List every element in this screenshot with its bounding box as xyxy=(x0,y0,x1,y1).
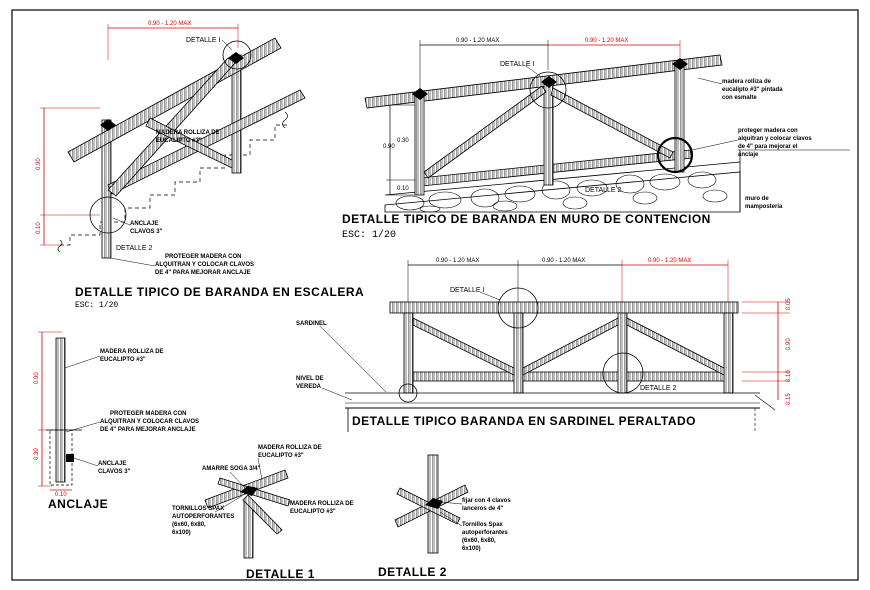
detalle1-note-tornillos-1: TORNILLOS SPAX xyxy=(172,506,224,512)
anclaje-dim-v2: 0.30 xyxy=(34,448,40,460)
detail-escalera: 0.90 - 1.20 MAX 0.90 0.10 DETALLE I MAD xyxy=(36,21,364,310)
sardinel-dim-top-3: 0.90 - 1.20 MAX xyxy=(648,258,691,264)
muro-detalle2: DETALLE 2 xyxy=(585,187,622,194)
escalera-detalle1: DETALLE I xyxy=(186,37,221,44)
detail-2: fijar con 4 clavos lanceros de 4" Tornil… xyxy=(378,454,511,579)
detalle2-note-tornillos-3: (6x60, 6x80, xyxy=(462,538,496,544)
muro-note-proteger-2: alquitran y colocar clavos xyxy=(738,136,812,142)
muro-note-proteger-1: proteger madera con xyxy=(738,128,798,134)
muro-note-madera-1: madera rolliza de xyxy=(722,79,772,85)
detail-muro: 0.90 - 1.20 MAX 0.90 - 1.20 MAX 0.30 0.9… xyxy=(342,38,850,241)
muro-note-madera-2: eucalipto #3" pintada xyxy=(722,87,783,93)
escalera-scale: ESC: 1/20 xyxy=(75,301,118,310)
detail-1: AMARRE SOGA 3/4" MADERA ROLLIZA DE EUCAL… xyxy=(172,445,354,581)
muro-note-proteger-3: de 4" para mejorar el xyxy=(738,144,798,150)
escalera-note-madera-2: EUCALIPTO #3" xyxy=(156,138,202,144)
sardinel-dim-r2: 0.90 xyxy=(786,338,792,350)
muro-note-muro-2: mamposteria xyxy=(745,204,783,210)
sardinel-title: DETALLE TIPICO BARANDA EN SARDINEL PERAL… xyxy=(352,414,696,428)
sardinel-label-nivel-2: VEREDA xyxy=(296,384,322,390)
detalle2-title: DETALLE 2 xyxy=(378,565,447,579)
sardinel-dim-r3: 0.10 xyxy=(786,370,792,382)
muro-dim-top-1: 0.90 - 1.20 MAX xyxy=(456,38,499,44)
anclaje-title: ANCLAJE xyxy=(48,497,108,511)
sheet-border xyxy=(11,9,859,581)
anclaje-dim-b: 0.10 xyxy=(55,492,67,498)
detalle1-note-amarre: AMARRE SOGA 3/4" xyxy=(202,466,260,472)
sardinel-dim-top-2: 0.90 - 1.20 MAX xyxy=(542,258,585,264)
anclaje-note-proteger-1: PROTEGER MADERA CON xyxy=(110,411,186,417)
muro-note-proteger-4: anclaje xyxy=(738,152,759,158)
detail-sardinel: 0.90 - 1.20 MAX 0.90 - 1.20 MAX 0.90 - 1… xyxy=(296,258,792,432)
detalle1-note-tornillos-3: (6x60, 6x80, xyxy=(172,522,206,528)
muro-note-muro-1: muro de xyxy=(745,196,769,202)
detalle2-note-tornillos-1: Tornillos Spax xyxy=(462,522,504,528)
sardinel-dim-r4: 0.15 xyxy=(786,393,792,405)
sardinel-label-nivel-1: NIVEL DE xyxy=(296,376,324,382)
anclaje-note-madera-2: EUCALIPTO #3" xyxy=(100,357,146,363)
muro-scale: ESC: 1/20 xyxy=(342,229,396,241)
anclaje-note-madera-1: MADERA ROLLIZA DE xyxy=(100,349,164,355)
detalle1-note-madera-b2: EUCALIPTO #3" xyxy=(290,509,336,515)
detalle1-title: DETALLE 1 xyxy=(246,567,315,581)
muro-dim-v3: 0.10 xyxy=(397,186,409,192)
detalle1-note-madera-a2: EUCALIPTO #3" xyxy=(258,453,304,459)
escalera-detalle2: DETALLE 2 xyxy=(116,245,153,252)
detalle1-note-madera-b1: MADERA ROLLIZA DE xyxy=(290,501,354,507)
sardinel-dim-top-1: 0.90 - 1.20 MAX xyxy=(436,258,479,264)
escalera-note-madera-1: MADERA ROLLIZA DE xyxy=(156,130,220,136)
escalera-note-proteger-1: PROTEGER MADERA CON xyxy=(165,254,241,260)
muro-title: DETALLE TIPICO DE BARANDA EN MURO DE CON… xyxy=(342,212,711,226)
escalera-note-anclaje-1: ANCLAJE xyxy=(130,221,158,227)
anclaje-note-anclaje-2: CLAVOS 3" xyxy=(98,469,131,475)
detail-anclaje: 0.90 0.30 0.10 MADERA ROLLIZA DE EUCALIP… xyxy=(34,331,199,511)
detalle1-note-tornillos-4: 6x100) xyxy=(172,530,191,536)
muro-detalle1: DETALLE I xyxy=(500,61,535,68)
muro-note-madera-3: con esmalte xyxy=(722,95,757,101)
escalera-title: DETALLE TIPICO DE BARANDA EN ESCALERA xyxy=(75,285,364,299)
escalera-note-proteger-3: DE 4" PARA MEJORAR ANCLAJE xyxy=(155,270,251,276)
sardinel-dim-r1: 0.05 xyxy=(786,298,792,310)
escalera-note-anclaje-2: CLAVOS 3" xyxy=(130,229,163,235)
escalera-note-proteger-2: ALQUITRAN Y COLOCAR CLAVOS xyxy=(155,262,254,268)
sardinel-label-sardinel: SARDINEL xyxy=(296,321,327,327)
detalle2-note-fijar-1: fijar con 4 clavos xyxy=(462,498,511,504)
detalle2-note-fijar-2: lanceros de 4" xyxy=(462,506,503,512)
anclaje-note-proteger-3: DE 4" PARA MEJORAR ANCLAJE xyxy=(100,427,196,433)
sardinel-detalle2: DETALLE 2 xyxy=(640,385,677,392)
sardinel-detalle1: DETALLE I xyxy=(450,287,485,294)
muro-dim-top-2: 0.90 - 1.20 MAX xyxy=(585,38,628,44)
escalera-dim-v1: 0.90 xyxy=(36,158,42,170)
escalera-dim-v2: 0.10 xyxy=(36,222,42,234)
detalle2-note-tornillos-4: 6x100) xyxy=(462,546,481,552)
muro-dim-v2: 0.90 xyxy=(383,144,395,150)
anclaje-note-proteger-2: ALQUITRAN Y COLOCAR CLAVOS xyxy=(100,419,199,425)
detalle2-note-tornillos-2: autoperforantes xyxy=(462,530,508,536)
escalera-dim-top: 0.90 - 1.20 MAX xyxy=(148,21,191,27)
anclaje-dim-v1: 0.90 xyxy=(34,372,40,384)
detalle1-note-madera-a1: MADERA ROLLIZA DE xyxy=(258,445,322,451)
anclaje-note-anclaje-1: ANCLAJE xyxy=(98,461,126,467)
muro-dim-v1: 0.30 xyxy=(397,138,409,144)
detalle1-note-tornillos-2: AUTOPERFORANTES xyxy=(172,514,234,520)
